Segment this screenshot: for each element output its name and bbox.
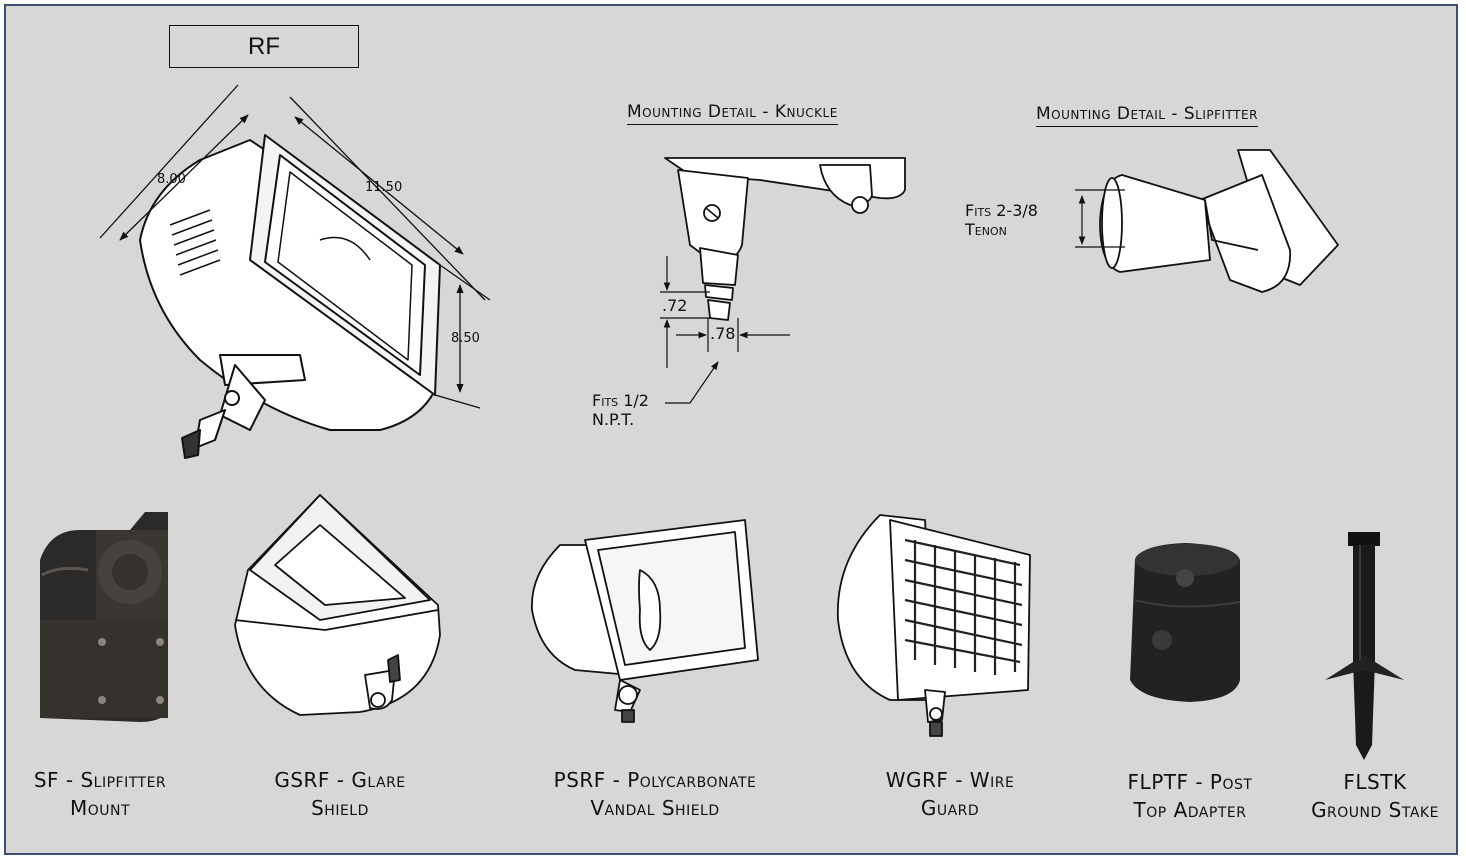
glare-shield-drawing [234, 494, 441, 716]
caption-line2: Top Adapter [1133, 798, 1247, 822]
caption-line1: FLPTF - Post [1127, 770, 1253, 794]
caption-line1: WGRF - Wire [885, 768, 1015, 792]
slipfitter-detail-title: Mounting Detail - Slipfitter [1036, 104, 1258, 127]
dim-knuckle-a: .72 [662, 296, 688, 315]
caption-line2: Vandal Shield [590, 796, 720, 820]
dim-width: 11.50 [365, 180, 403, 195]
caption-vandal-shield: PSRF - Polycarbonate Vandal Shield [520, 766, 790, 822]
knuckle-note-line2: N.P.T. [592, 410, 635, 429]
caption-line2: Mount [69, 796, 131, 820]
vandal-shield-drawing [531, 519, 759, 723]
caption-slipfitter-mount: SF - Slipfitter Mount [10, 766, 190, 822]
caption-line1: FLSTK [1343, 770, 1407, 794]
knuckle-detail-title: Mounting Detail - Knuckle [627, 102, 838, 125]
product-tag-box: RF [169, 25, 359, 68]
caption-line1: PSRF - Polycarbonate [553, 768, 757, 792]
dim-height: 8.50 [451, 331, 480, 346]
caption-line2: Guard [920, 796, 980, 820]
caption-line2: Shield [311, 796, 369, 820]
caption-wire-guard: WGRF - Wire Guard [865, 766, 1035, 822]
slipfitter-detail-drawing [1099, 149, 1339, 293]
caption-line1: GSRF - Glare [274, 768, 406, 792]
caption-line2: Ground Stake [1311, 798, 1439, 822]
post-top-adapter-photo [1130, 543, 1241, 702]
caption-ground-stake: FLSTK Ground Stake [1295, 768, 1455, 824]
slipfitter-mount-photo [40, 512, 168, 722]
slipfitter-note-line2: Tenon [965, 220, 1007, 239]
dim-knuckle-b: .78 [710, 324, 736, 343]
slipfitter-note-line1: Fits 2-3/8 [965, 201, 1038, 220]
caption-line1: SF - Slipfitter [33, 768, 167, 792]
knuckle-detail-drawing [664, 157, 906, 321]
knuckle-dimension-lines [660, 256, 790, 404]
dim-depth: 8.00 [157, 172, 186, 187]
knuckle-note-line1: Fits 1/2 [592, 391, 649, 410]
slipfitter-note: Fits 2-3/8 Tenon [965, 201, 1038, 239]
caption-post-top-adapter: FLPTF - Post Top Adapter [1105, 768, 1275, 824]
knuckle-note: Fits 1/2 N.P.T. [592, 391, 649, 429]
wire-guard-drawing [836, 514, 1031, 737]
slipfitter-dimension-lines [1075, 189, 1125, 248]
rf-dimension-lines [99, 84, 491, 409]
caption-glare-shield: GSRF - Glare Shield [250, 766, 430, 822]
ground-stake-photo [1325, 532, 1404, 760]
